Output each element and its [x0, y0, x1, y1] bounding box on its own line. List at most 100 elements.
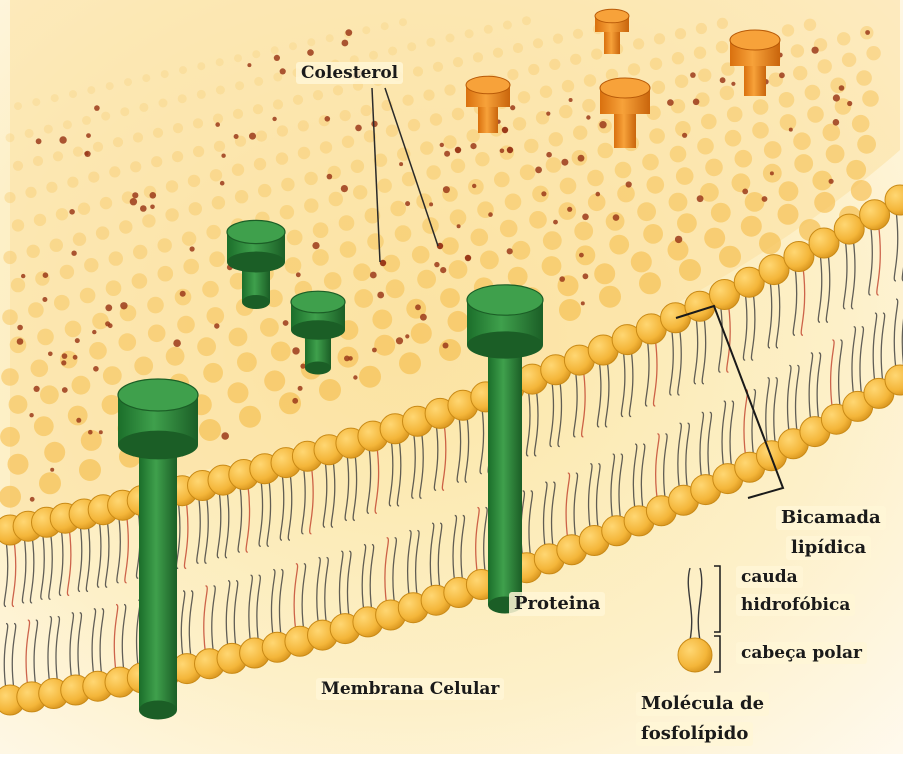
cholesterol-dot: [405, 334, 409, 338]
surface-head: [805, 85, 821, 101]
cholesterol-dot: [465, 255, 471, 261]
cholesterol-dot: [581, 301, 585, 305]
surface-head: [209, 251, 225, 267]
surface-head: [73, 233, 86, 246]
surface-head: [260, 318, 279, 337]
surface-head: [197, 62, 205, 70]
cholesterol-dot: [99, 430, 103, 434]
surface-head: [197, 90, 206, 99]
bilayer-label-line2: lipídica: [786, 536, 871, 560]
cholesterol-dot: [105, 304, 112, 311]
surface-head: [130, 161, 141, 172]
surface-head: [279, 392, 301, 414]
cholesterol-dot: [372, 348, 377, 353]
cholesterol-dot: [582, 214, 589, 221]
surface-head: [342, 136, 354, 148]
surface-head: [676, 167, 694, 185]
surface-head: [732, 173, 751, 192]
surface-head: [587, 170, 604, 187]
surface-head: [197, 337, 216, 356]
surface-head: [553, 34, 563, 44]
surface-head: [237, 352, 257, 372]
surface-head: [582, 99, 595, 112]
surface-head: [441, 237, 459, 255]
cholesterol-dot: [220, 181, 225, 186]
orange-protein-stem: [744, 66, 766, 96]
surface-head: [443, 135, 456, 148]
surface-head: [54, 295, 70, 311]
surface-head: [529, 211, 547, 229]
surface-head: [44, 125, 53, 134]
cholesterol-dot: [720, 77, 726, 83]
cholesterol-dot: [541, 191, 546, 196]
surface-head: [304, 172, 317, 185]
cholesterol-dot: [307, 49, 314, 56]
surface-head: [264, 370, 285, 391]
surface-head: [92, 313, 109, 330]
cholesterol-dot: [457, 224, 461, 228]
surface-head: [319, 379, 341, 401]
surface-head: [546, 157, 562, 173]
surface-head: [254, 158, 266, 170]
surface-head: [542, 256, 562, 276]
cholesterol-dot: [62, 353, 68, 359]
cholesterol-dot: [21, 274, 25, 278]
surface-head: [273, 99, 283, 109]
surface-head: [386, 279, 405, 298]
cholesterol-dot: [440, 267, 446, 273]
surface-head: [193, 146, 204, 157]
cholesterol-dot: [399, 162, 403, 166]
cholesterol-dot: [221, 154, 225, 158]
surface-head: [287, 230, 303, 246]
orange-protein-stem: [614, 114, 636, 148]
cholesterol-dot: [440, 143, 444, 147]
surface-head: [562, 80, 574, 92]
surface-head: [133, 132, 143, 142]
surface-head: [778, 204, 799, 225]
surface-head: [67, 177, 78, 188]
cholesterol-dot: [342, 40, 349, 47]
protein-cap-top: [227, 220, 285, 243]
surface-head: [675, 75, 688, 88]
surface-head: [134, 357, 153, 376]
surface-head: [672, 52, 684, 64]
molecule-label-line1: Molécula de: [636, 692, 769, 716]
surface-head: [293, 95, 303, 105]
surface-head: [206, 225, 220, 239]
surface-head: [679, 259, 701, 281]
cholesterol-dot: [405, 201, 410, 206]
surface-head: [417, 270, 436, 289]
surface-head: [367, 233, 384, 250]
surface-head: [413, 66, 423, 76]
surface-head: [522, 16, 531, 25]
surface-head: [386, 125, 398, 137]
surface-head: [372, 310, 392, 330]
surface-head: [193, 118, 203, 128]
surface-head: [408, 119, 420, 131]
orange-protein-top: [466, 76, 510, 94]
surface-head: [256, 131, 267, 142]
tail-label-line1: cauda: [736, 566, 803, 588]
surface-head: [40, 385, 59, 404]
cholesterol-dot: [221, 432, 229, 440]
surface-head: [433, 62, 443, 72]
surface-head: [9, 395, 28, 414]
cholesterol-dot: [247, 63, 251, 67]
surface-head: [560, 178, 577, 195]
cholesterol-dot: [675, 236, 682, 243]
surface-head: [735, 150, 753, 168]
cholesterol-dot: [535, 167, 542, 174]
surface-head: [573, 126, 587, 140]
surface-head: [166, 180, 178, 192]
surface-head: [34, 416, 54, 436]
surface-head: [615, 162, 632, 179]
cholesterol-dot: [546, 112, 550, 116]
surface-head: [106, 82, 114, 90]
surface-head: [14, 102, 22, 110]
surface-head: [235, 190, 248, 203]
surface-head: [675, 28, 686, 39]
surface-head: [449, 260, 468, 279]
surface-head: [142, 214, 155, 227]
surface-head: [652, 81, 665, 94]
